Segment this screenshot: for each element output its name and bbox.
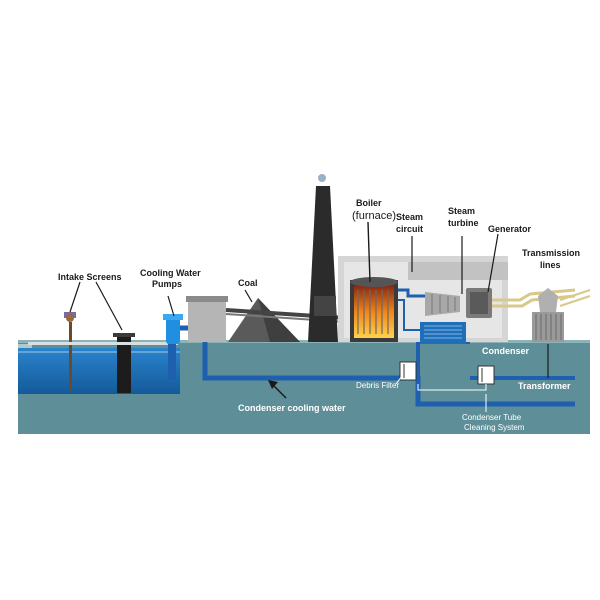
pointer-cooling-water (271, 383, 287, 399)
label-boiler: Boiler (356, 198, 382, 208)
cooling-pump (166, 316, 180, 344)
pointer-intake-screens (69, 281, 123, 331)
intake-screen-block (117, 335, 131, 393)
smoke-puff (318, 174, 326, 182)
intake-screen-gear (66, 314, 74, 322)
intake-basin-wall-left (18, 344, 32, 348)
intake-screen-post (69, 322, 72, 392)
boiler-tubes (357, 290, 389, 334)
label-coal: Coal (238, 278, 258, 288)
turbine-blades (431, 294, 456, 314)
intake-screen-cap (113, 333, 135, 337)
label-generator: Generator (488, 224, 532, 234)
cooling-pump-cap (163, 314, 183, 320)
transmission-tower (538, 288, 558, 312)
pointer-generator (487, 233, 499, 293)
label-tube-cleaning-1: Condenser Tube (462, 413, 522, 422)
condenser-tubes (424, 325, 462, 339)
label-transformer: Transformer (518, 381, 571, 391)
smokestack (308, 186, 338, 342)
label-steam-turbine-2: turbine (448, 218, 479, 228)
coal-building (188, 296, 226, 342)
transformer (532, 312, 564, 342)
pointer-cooling-pumps (167, 295, 175, 317)
smokestack-band (314, 296, 336, 316)
intake-deck (28, 342, 178, 345)
ground-top-edge (18, 340, 590, 343)
label-tube-cleaning-2: Cleaning System (464, 423, 525, 432)
cooling-pump-pipe (168, 344, 176, 380)
turbine-hall-roof (408, 262, 508, 280)
intake-basin (18, 348, 180, 394)
steam-turbine (425, 292, 460, 316)
steam-pipe (398, 288, 425, 298)
pointer-debris-filter (395, 375, 403, 385)
condenser-unit (420, 322, 466, 344)
coal-building-roof (186, 296, 228, 302)
label-cooling-water-pumps-2: Pumps (152, 279, 182, 289)
debris-filter (399, 361, 417, 381)
arrow-head-cooling-water (268, 380, 278, 389)
label-steam-circuit-1: Steam (396, 212, 423, 222)
transmission-lines (559, 289, 591, 307)
transformer-fins (535, 314, 562, 340)
boiler-top (350, 277, 398, 287)
generator-inner (470, 292, 488, 314)
coal-pile-shade (258, 298, 300, 342)
tube-cleaning-unit (477, 365, 495, 385)
boiler-fire (354, 286, 394, 338)
tube-cleaning-line (417, 384, 487, 391)
label-intake-screens: Intake Screens (58, 272, 122, 282)
label-steam-turbine-1: Steam (448, 206, 475, 216)
label-transmission-lines-1: Transmission (522, 248, 580, 258)
pointer-coal (244, 289, 253, 303)
label-cooling-water-pumps-1: Cooling Water (140, 268, 201, 278)
label-steam-circuit-2: circuit (396, 224, 423, 234)
label-transmission-lines-2: lines (540, 260, 561, 270)
label-furnace: (furnace) (352, 210, 396, 222)
label-debris-filter: Debris Filter (356, 381, 399, 390)
label-condenser-cooling-water: Condenser cooling water (238, 403, 346, 413)
label-condenser: Condenser (482, 346, 530, 356)
steam-circuit-loop (398, 299, 425, 331)
pointer-boiler (367, 221, 371, 283)
